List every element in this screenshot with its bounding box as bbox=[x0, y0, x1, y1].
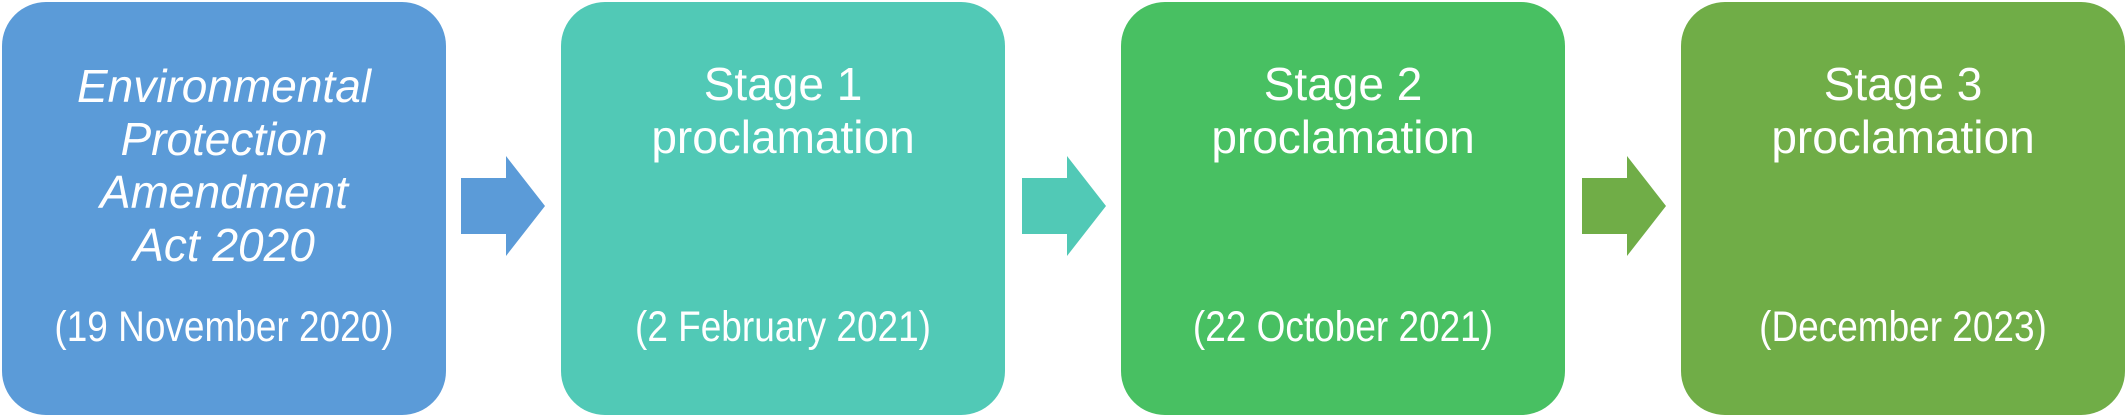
right-arrow-icon bbox=[1582, 156, 1666, 256]
right-arrow-icon bbox=[1022, 156, 1106, 256]
right-arrow-icon bbox=[461, 156, 545, 256]
stage-date: (22 October 2021) bbox=[1192, 303, 1494, 351]
stage-date: (December 2023) bbox=[1759, 303, 2047, 351]
stage-box-stage-3: Stage 3 proclamation (December 2023) bbox=[1681, 2, 2125, 415]
stage-date: (19 November 2020) bbox=[54, 303, 394, 351]
stage-title: Environmental Protection Amendment Act 2… bbox=[76, 60, 372, 271]
stage-box-act: Environmental Protection Amendment Act 2… bbox=[2, 2, 446, 415]
stage-date: (2 February 2021) bbox=[634, 303, 931, 351]
stage-title: Stage 1 proclamation bbox=[651, 58, 915, 163]
stage-title: Stage 2 proclamation bbox=[1211, 58, 1475, 163]
stage-box-stage-2: Stage 2 proclamation (22 October 2021) bbox=[1121, 2, 1565, 415]
stage-box-stage-1: Stage 1 proclamation (2 February 2021) bbox=[561, 2, 1005, 415]
stage-title: Stage 3 proclamation bbox=[1771, 58, 2035, 163]
